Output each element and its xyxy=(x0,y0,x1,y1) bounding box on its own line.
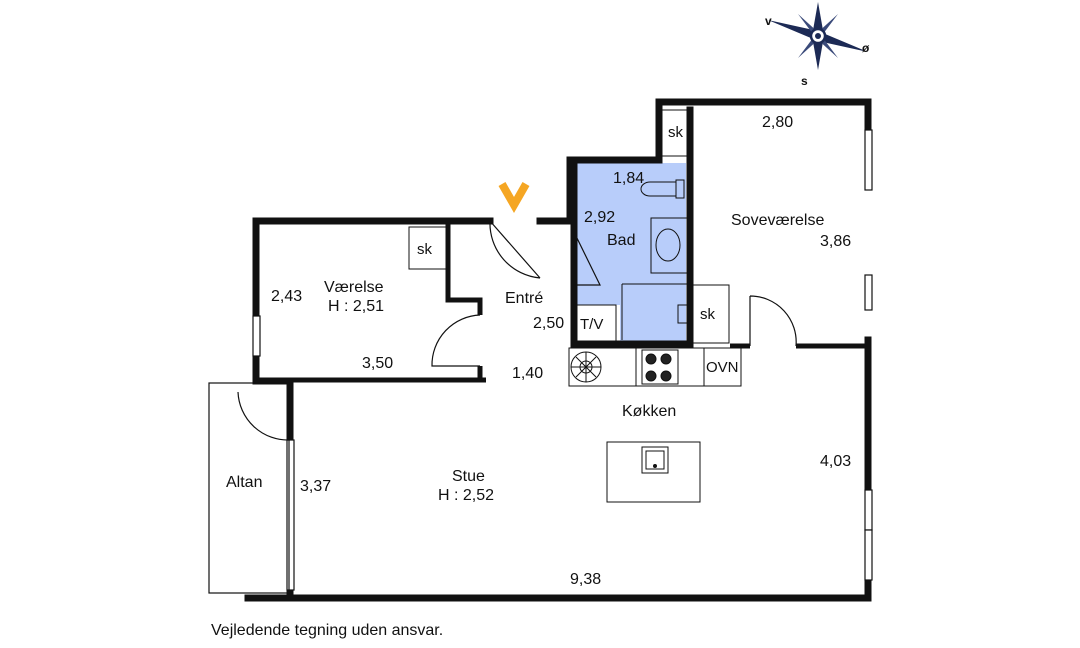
room-sovevaerelse-closet-top: sk xyxy=(668,124,684,141)
room-sovevaerelse-dim-top: 2,80 xyxy=(762,114,793,131)
room-bad-dim-side: 2,92 xyxy=(584,209,615,226)
windows xyxy=(252,129,873,591)
sink-icon xyxy=(645,450,665,470)
room-vaerelse-dim-bottom: 3,50 xyxy=(362,355,393,372)
room-koekken-name: Køkken xyxy=(622,403,676,420)
room-sovevaerelse-name: Soveværelse xyxy=(731,212,824,229)
room-stue-name: Stue xyxy=(452,468,485,485)
room-vaerelse-closet: sk xyxy=(417,241,433,258)
room-stue-dim-bottom: 9,38 xyxy=(570,571,601,588)
compass-east-label: ø xyxy=(862,41,870,55)
compass-west-label: v xyxy=(765,14,772,28)
room-entre-dim-side: 2,50 xyxy=(533,315,564,332)
room-sovevaerelse-closet-bottom: sk xyxy=(700,306,716,323)
room-bad-name: Bad xyxy=(607,232,635,249)
room-sovevaerelse-dim-side: 3,86 xyxy=(820,233,851,250)
outer-walls xyxy=(244,98,872,602)
room-stue-dim-side-right: 4,03 xyxy=(820,453,851,470)
compass-south-label: s xyxy=(801,74,808,88)
room-entre-dim-bottom: 1,40 xyxy=(512,365,543,382)
balcony xyxy=(208,382,290,594)
entrance-arrow-icon xyxy=(498,182,530,214)
room-altan-name: Altan xyxy=(226,474,262,491)
room-bad-dim-top: 1,84 xyxy=(613,170,644,187)
bathroom-floor xyxy=(574,163,686,342)
room-stue-height: H : 2,52 xyxy=(438,487,494,504)
room-vaerelse-name: Værelse xyxy=(324,279,384,296)
kitchen-oven-label: OVN xyxy=(706,359,739,376)
doors xyxy=(237,220,797,441)
disclaimer-text: Vejledende tegning uden ansvar. xyxy=(211,622,444,639)
room-stue-dim-side-left: 3,37 xyxy=(300,478,331,495)
compass-rose-icon xyxy=(768,2,868,70)
room-entre-name: Entré xyxy=(505,290,543,307)
extractor-fan-icon xyxy=(570,351,602,383)
hob-icon xyxy=(641,349,679,385)
fixtures xyxy=(408,109,742,503)
room-bad-washer: T/V xyxy=(580,316,603,333)
room-vaerelse-height: H : 2,51 xyxy=(328,298,384,315)
inner-walls xyxy=(256,224,866,383)
room-vaerelse-dim-side: 2,43 xyxy=(271,288,302,305)
